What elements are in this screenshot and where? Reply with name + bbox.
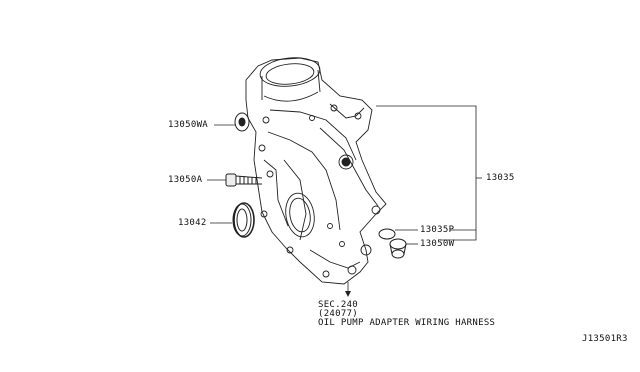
label-13035: 13035 <box>486 173 515 183</box>
sec-ref-code: (24077) <box>318 309 359 319</box>
plug-13050w <box>389 238 407 259</box>
cover-inlet <box>259 57 321 87</box>
pump-port <box>338 154 354 170</box>
seal-bore <box>285 192 315 238</box>
sec-ref-section: SEC.240 <box>318 300 359 310</box>
label-13050a: 13050A <box>168 175 203 185</box>
leader-13035-bracket <box>376 105 477 241</box>
label-13050wa: 13050WA <box>168 120 209 130</box>
diagram-id: J13501R3 <box>582 334 628 344</box>
sec240-arrow <box>345 291 351 297</box>
bolt-13050a <box>225 173 263 187</box>
sec-ref-description: OIL PUMP ADAPTER WIRING HARNESS <box>318 318 496 328</box>
label-13042: 13042 <box>178 218 207 228</box>
oil-seal-13042 <box>232 202 255 238</box>
o-ring-13035p <box>378 228 396 240</box>
label-13035p: 13035P <box>420 225 455 235</box>
front-cover-outline <box>245 57 387 285</box>
washer-13050wa <box>234 112 250 132</box>
label-13050w: 13050W <box>420 239 455 249</box>
